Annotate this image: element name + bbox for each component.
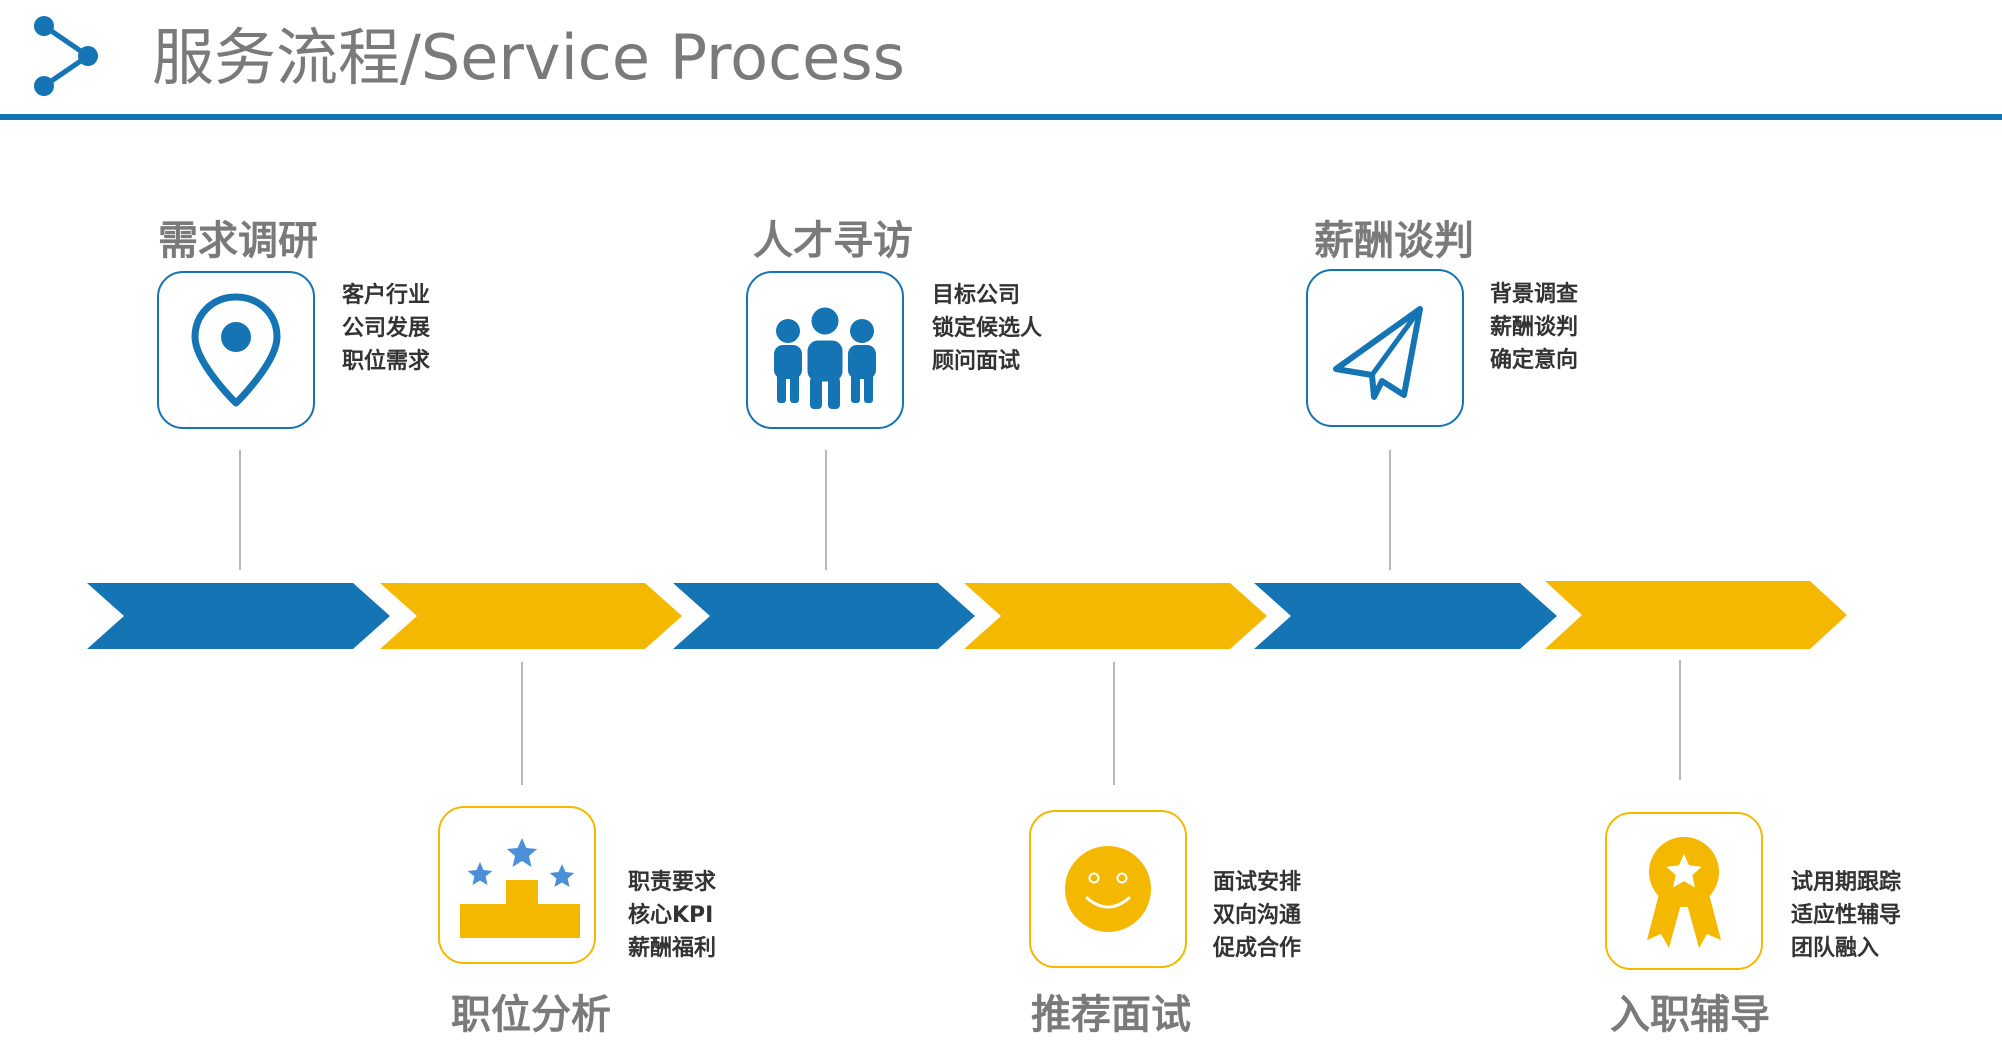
award-ribbon-icon (1647, 837, 1721, 948)
step-title: 职位分析 (451, 992, 611, 1038)
detail-item: 职责要求 (628, 870, 717, 895)
detail-list: 试用期跟踪 适应性辅导 团队融入 (1791, 866, 1901, 965)
detail-item: 适应性辅导 (1791, 903, 1902, 928)
chevron-step-6 (1545, 581, 1847, 649)
title-divider (0, 114, 2002, 120)
chevron-step-5 (1254, 583, 1557, 649)
detail-list: 目标公司 锁定候选人 顾问面试 (932, 279, 1042, 378)
detail-item: 试用期跟踪 (1791, 870, 1902, 895)
icon-box (1306, 269, 1464, 427)
page-title: 服务流程/Service Process (152, 21, 905, 94)
detail-list: 面试安排 双向沟通 促成合作 (1213, 866, 1301, 965)
detail-list: 客户行业 公司发展 职位需求 (342, 279, 430, 378)
step-title: 人才寻访 (753, 218, 913, 264)
chevron-step-4 (964, 583, 1267, 649)
detail-item: 职位需求 (342, 349, 431, 374)
smiley-face-icon (1065, 846, 1151, 932)
detail-item: 确定意向 (1490, 348, 1579, 373)
step-title: 需求调研 (158, 218, 318, 264)
chevron-step-3 (673, 583, 975, 649)
detail-list: 职责要求 核心KPI 薪酬福利 (628, 866, 716, 965)
detail-item: 公司发展 (342, 316, 431, 341)
chevron-step-2 (380, 583, 682, 649)
step-title: 推荐面试 (1031, 992, 1191, 1038)
detail-item: 锁定候选人 (932, 316, 1043, 341)
detail-item: 核心KPI (628, 903, 714, 928)
chevron-step-1 (87, 583, 390, 649)
step-title: 入职辅导 (1610, 992, 1770, 1038)
detail-item: 双向沟通 (1213, 903, 1302, 928)
podium-stars-icon (460, 838, 580, 938)
icon-box (157, 271, 315, 429)
detail-item: 客户行业 (342, 283, 431, 308)
step-title: 薪酬谈判 (1314, 218, 1474, 264)
detail-item: 背景调查 (1490, 282, 1579, 307)
detail-item: 促成合作 (1213, 936, 1302, 961)
network-node-icon (34, 16, 98, 96)
detail-list: 背景调查 薪酬谈判 确定意向 (1490, 278, 1578, 377)
location-pin-icon (191, 293, 281, 407)
detail-item: 面试安排 (1213, 870, 1302, 895)
detail-item: 目标公司 (932, 283, 1021, 308)
detail-item: 顾问面试 (932, 349, 1021, 374)
detail-item: 团队融入 (1791, 936, 1880, 961)
icon-box (746, 271, 904, 429)
icon-box (1029, 810, 1187, 968)
paper-plane-icon (1333, 306, 1423, 400)
detail-item: 薪酬谈判 (1490, 315, 1579, 340)
icon-box (1605, 812, 1763, 970)
people-group-icon (774, 304, 876, 409)
icon-box (438, 806, 596, 964)
detail-item: 薪酬福利 (628, 936, 717, 961)
